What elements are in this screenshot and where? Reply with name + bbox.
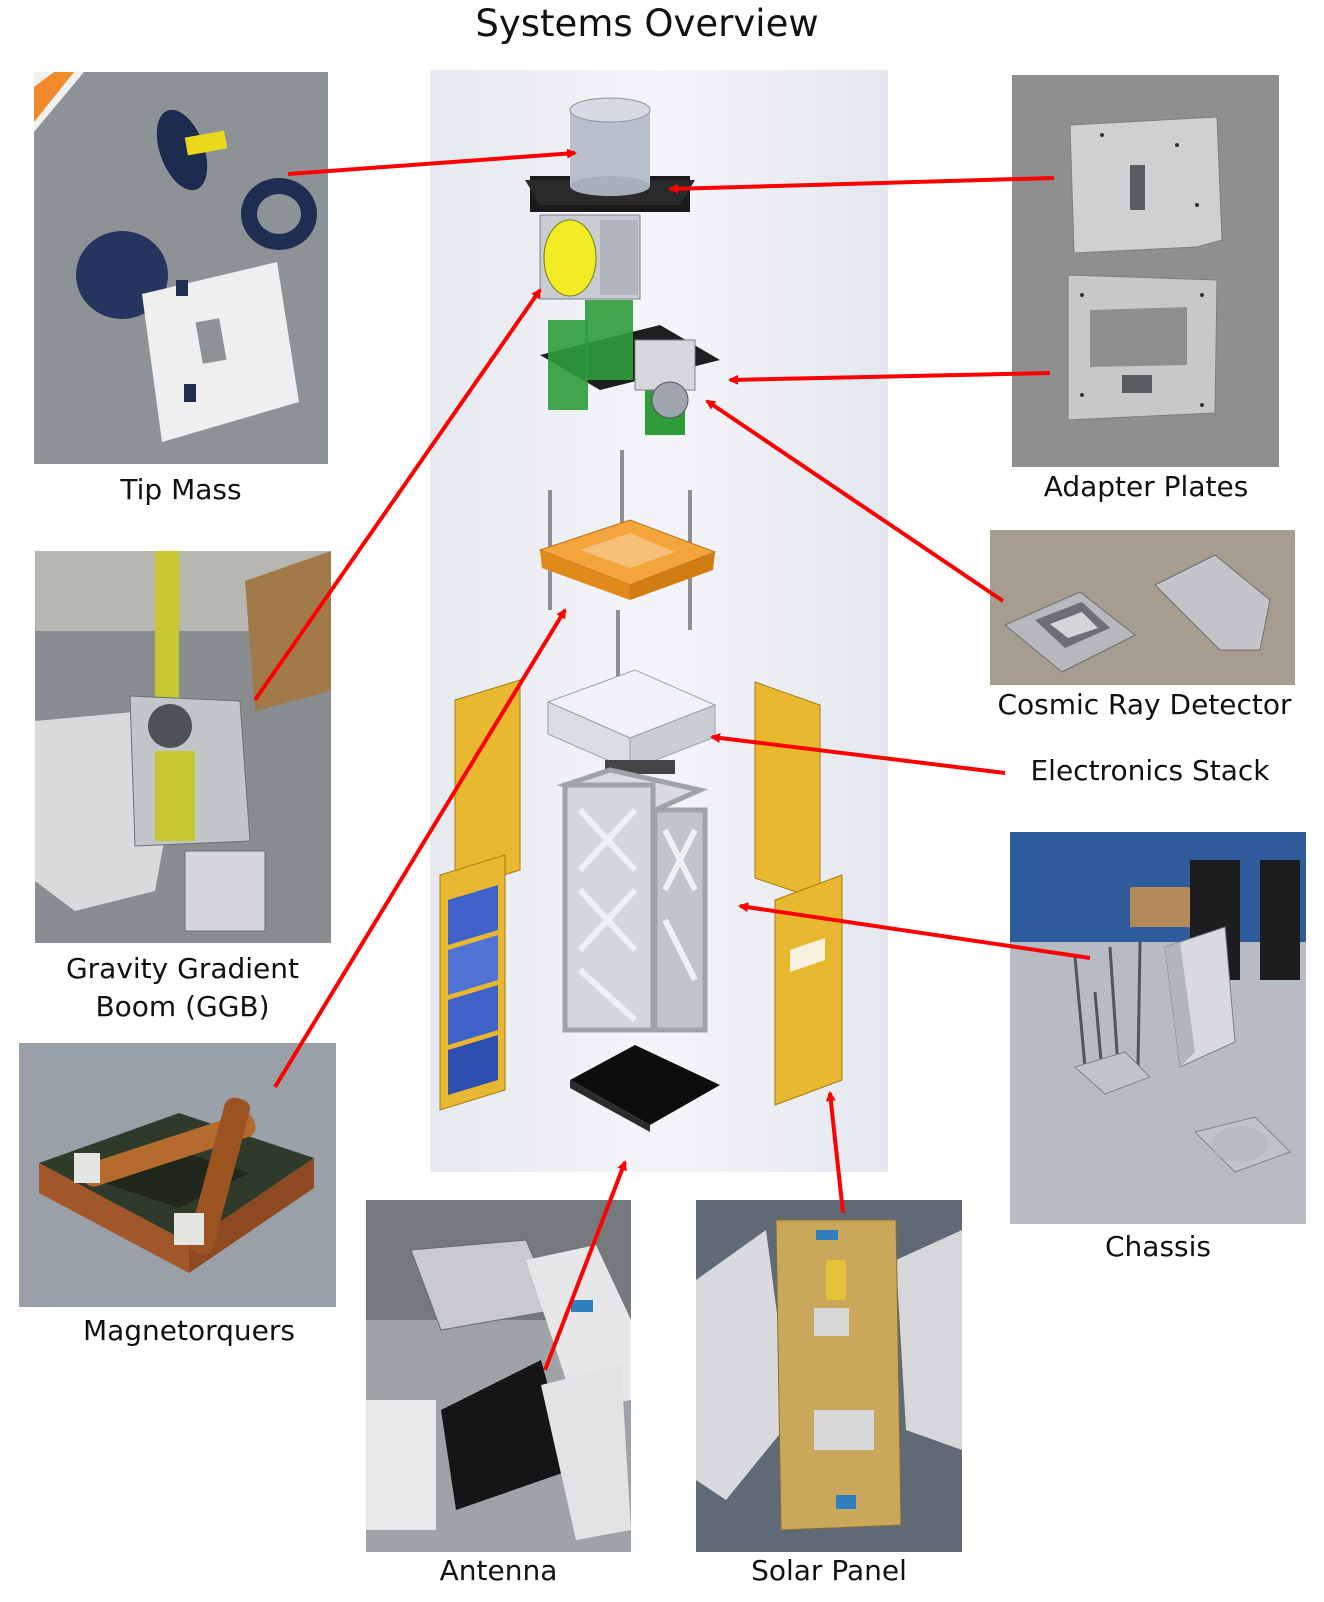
- antenna-render: [570, 1045, 720, 1132]
- chassis-photo: [1010, 832, 1306, 1224]
- solar-panel-label: Solar Panel: [751, 1554, 907, 1587]
- green-pcb-adapter: [540, 300, 720, 435]
- solar-panel-photo: [696, 1200, 962, 1552]
- ggb-photo: [35, 551, 331, 943]
- orange-magnetorquer-mount: [538, 519, 717, 600]
- chassis-render: [556, 767, 708, 1033]
- right-side-panels: [754, 681, 843, 1106]
- ggb-label-line1: Gravity Gradient: [65, 952, 300, 985]
- ggb-cylinder-assembly: [525, 97, 695, 212]
- tip-mass-label: Tip Mass: [120, 473, 242, 506]
- adapter-plates-photo: [1012, 75, 1279, 467]
- arrow-ggb: [253, 288, 542, 702]
- magnetorquers-label: Magnetorquers: [82, 1314, 296, 1347]
- ggb-boom-housing: [539, 214, 641, 300]
- page-title: Systems Overview: [475, 2, 819, 45]
- arrow-cosmic-ray-detector: [705, 399, 1005, 603]
- arrow-electronics-stack: [710, 733, 1006, 775]
- arrow-tip-mass: [287, 148, 577, 176]
- cosmic-ray-detector-label: Cosmic Ray Detector: [997, 688, 1292, 721]
- arrow-solar-panel: [825, 1091, 845, 1214]
- left-side-panels: [439, 679, 521, 1111]
- ggb-label-line2: Boom (GGB): [95, 990, 270, 1023]
- tip-mass-photo: [34, 72, 328, 464]
- cosmic-ray-detector-photo: [990, 530, 1295, 685]
- magnetorquers-photo: [19, 1043, 336, 1307]
- electronics-stack-label: Electronics Stack: [1030, 754, 1270, 787]
- antenna-label: Antenna: [439, 1554, 558, 1587]
- arrow-adapter-plate-top: [668, 176, 1055, 194]
- arrow-antenna: [543, 1160, 627, 1371]
- electronics-stack-render: [546, 669, 717, 774]
- arrow-magnetorquers: [273, 608, 567, 1089]
- adapter-plates-label: Adapter Plates: [1043, 470, 1249, 503]
- arrow-adapter-plate-bottom: [728, 371, 1051, 385]
- chassis-label: Chassis: [1105, 1230, 1211, 1263]
- arrow-chassis: [738, 902, 1091, 960]
- exploded-cubesat-render: [430, 70, 888, 1172]
